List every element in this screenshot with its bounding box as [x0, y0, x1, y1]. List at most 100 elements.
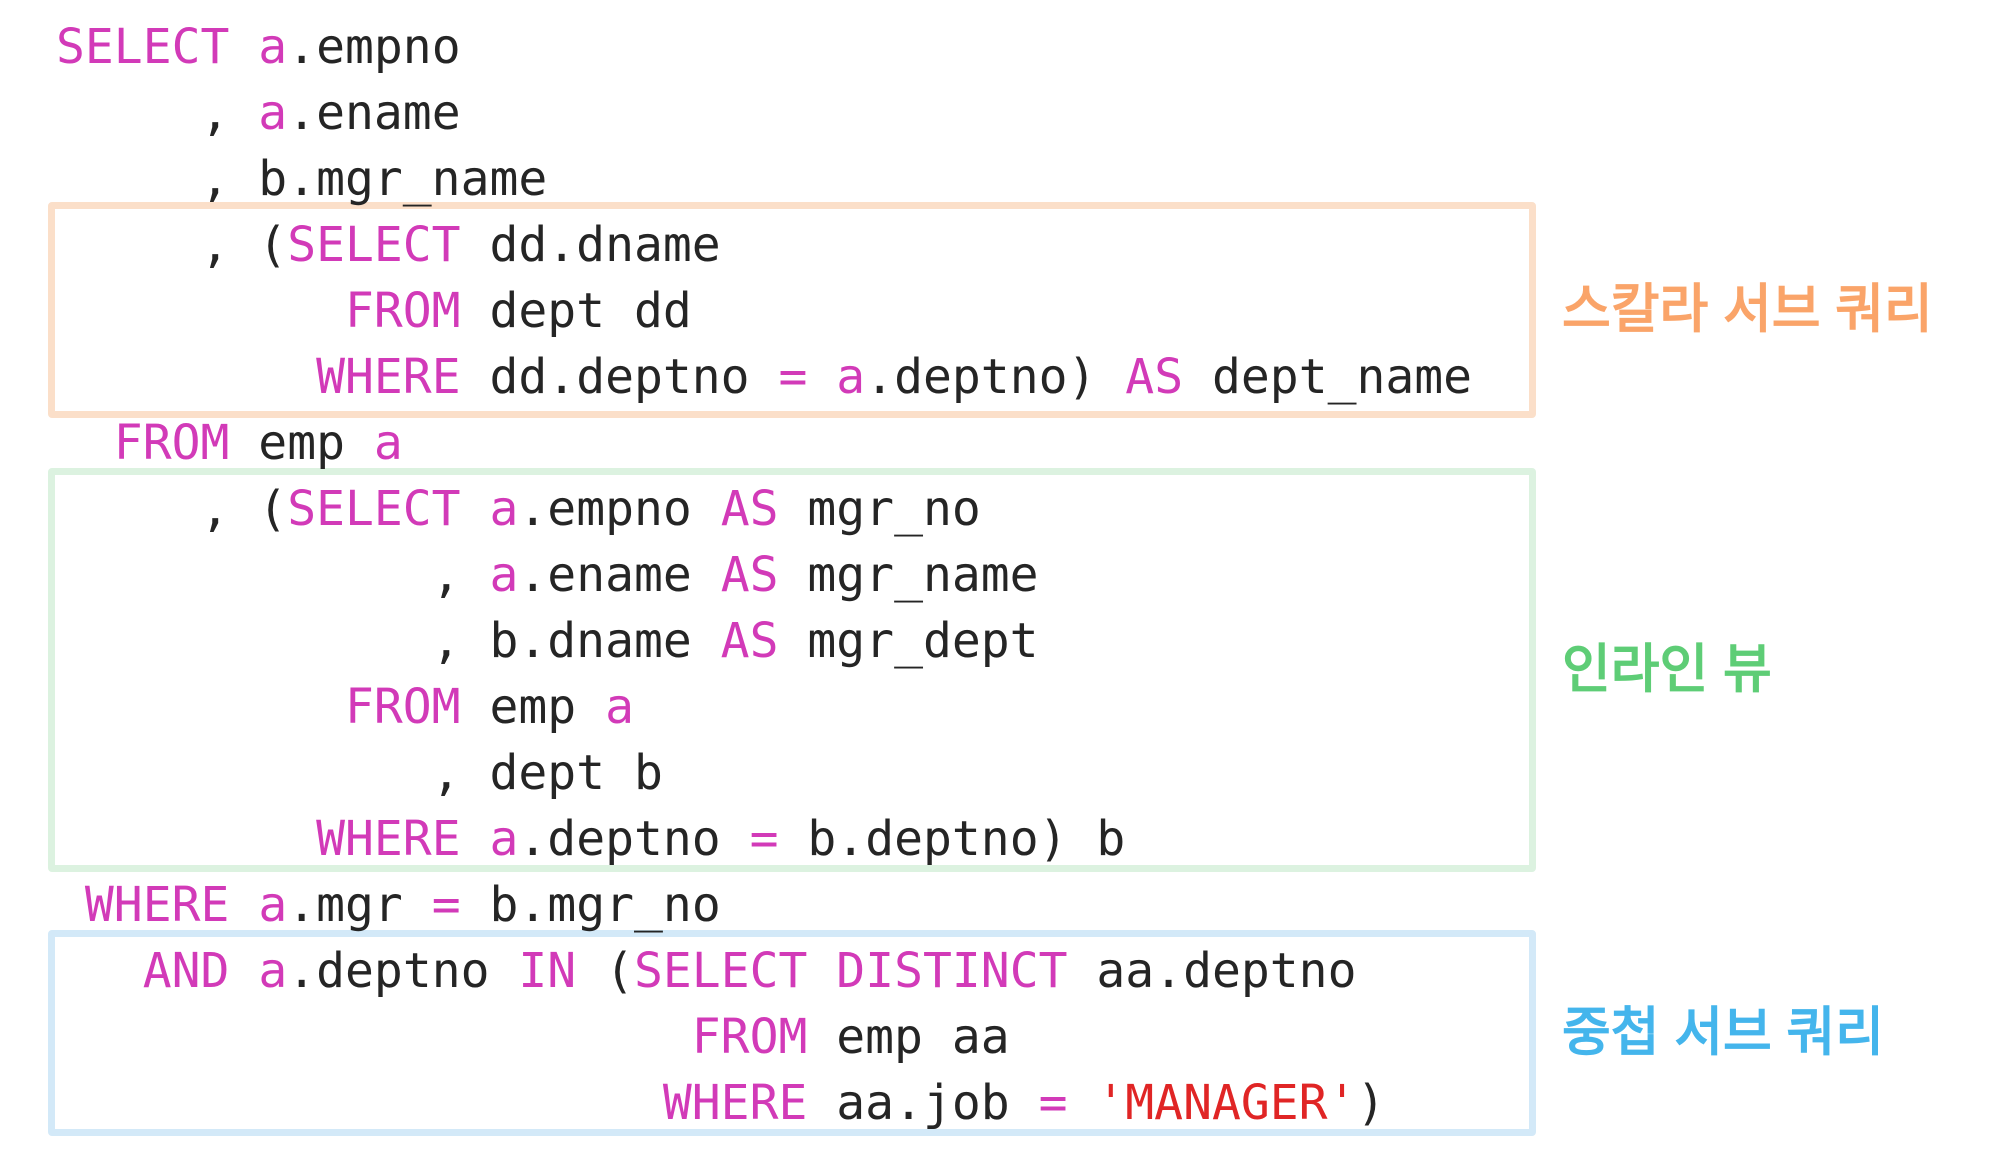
sql-string: 'MANAGER': [1096, 1075, 1357, 1131]
sql-text: (: [576, 943, 634, 999]
sql-text: [56, 679, 345, 735]
sql-keyword: WHERE: [84, 877, 230, 933]
sql-text: aa.deptno: [1067, 943, 1357, 999]
code-line: , b.dname AS mgr_dept: [56, 608, 1472, 674]
sql-text: .ename: [518, 547, 721, 603]
sql-keyword: =: [749, 811, 779, 867]
sql-text: .deptno: [287, 943, 519, 999]
sql-keyword: a: [489, 811, 519, 867]
sql-text: b.mgr_no: [460, 877, 721, 933]
sql-keyword: a: [258, 943, 288, 999]
sql-text: ): [1356, 1075, 1386, 1131]
sql-keyword: a: [605, 679, 634, 735]
sql-keyword: FROM: [691, 1009, 808, 1065]
sql-keyword: a: [258, 877, 288, 933]
sql-text: dd.deptno: [460, 349, 779, 405]
sql-text: .empno: [518, 481, 721, 537]
sql-text: [461, 481, 490, 537]
inline-view-label: 인라인 뷰: [1562, 640, 1772, 699]
code-line: WHERE a.mgr = b.mgr_no: [56, 872, 1472, 938]
sql-text: [56, 877, 85, 933]
sql-keyword: a: [489, 547, 519, 603]
sql-keyword: DISTINCT: [836, 943, 1068, 999]
sql-keyword: WHERE: [316, 349, 461, 405]
nested-subquery-box: [48, 930, 1536, 1136]
sql-text: emp: [460, 679, 606, 735]
sql-text: , (: [56, 481, 288, 537]
sql-text: emp: [229, 415, 374, 471]
sql-text: aa.job: [807, 1075, 1039, 1131]
code-line: FROM emp aa: [56, 1004, 1472, 1070]
sql-keyword: a: [836, 349, 866, 405]
sql-keyword: a: [258, 19, 288, 75]
sql-keyword: IN: [518, 943, 577, 999]
sql-keyword: AS: [720, 613, 779, 669]
code-line: , b.mgr_name: [56, 146, 1472, 212]
sql-keyword: AS: [720, 547, 779, 603]
sql-text: [56, 943, 143, 999]
sql-keyword: SELECT: [634, 943, 808, 999]
sql-text: , b.dname: [56, 613, 721, 669]
code-line: , a.ename AS mgr_name: [56, 542, 1472, 608]
sql-text: [56, 811, 316, 867]
code-line: , dept b: [56, 740, 1472, 806]
sql-keyword: AS: [720, 481, 779, 537]
sql-text: .ename: [287, 85, 461, 141]
code-line: WHERE aa.job = 'MANAGER'): [56, 1070, 1472, 1136]
sql-keyword: =: [778, 349, 808, 405]
sql-text: mgr_no: [778, 481, 981, 537]
code-line: , a.ename: [56, 80, 1472, 146]
sql-text: [807, 943, 836, 999]
sql-text: [807, 349, 836, 405]
sql-keyword: WHERE: [316, 811, 461, 867]
code-line: AND a.deptno IN (SELECT DISTINCT aa.dept…: [56, 938, 1472, 1004]
sql-text: [229, 943, 258, 999]
sql-keyword: AS: [1125, 349, 1184, 405]
inline-view-box: [48, 468, 1536, 872]
scalar-subquery-label: 스칼라 서브 쿼리: [1562, 280, 1933, 339]
sql-text: .mgr: [287, 877, 432, 933]
sql-text: [1067, 1075, 1096, 1131]
sql-keyword: =: [1038, 1075, 1068, 1131]
sql-text: .deptno: [518, 811, 750, 867]
sql-keyword: FROM: [344, 283, 461, 339]
sql-text: , dept b: [56, 745, 663, 801]
sql-text: mgr_name: [778, 547, 1039, 603]
sql-keyword: =: [431, 877, 461, 933]
code-line: WHERE dd.deptno = a.deptno) AS dept_name: [56, 344, 1472, 410]
code-line: WHERE a.deptno = b.deptno) b: [56, 806, 1472, 872]
sql-text: dept_name: [1183, 349, 1473, 405]
sql-text: [56, 1075, 663, 1131]
sql-keyword: AND: [142, 943, 230, 999]
sql-text: [229, 877, 258, 933]
code-line: , (SELECT a.empno AS mgr_no: [56, 476, 1472, 542]
code-line: , (SELECT dd.dname: [56, 212, 1472, 278]
sql-text: [56, 349, 316, 405]
nested-subquery-label: 중첩 서브 쿼리: [1562, 1003, 1885, 1062]
sql-keyword: a: [373, 415, 403, 471]
sql-text: [461, 811, 490, 867]
code-line: FROM emp a: [56, 410, 1472, 476]
sql-text: [229, 19, 258, 75]
sql-keyword: WHERE: [662, 1075, 808, 1131]
code-line: FROM emp a: [56, 674, 1472, 740]
sql-text: dd.dname: [460, 217, 721, 273]
sql-keyword: FROM: [113, 415, 230, 471]
sql-text: [56, 415, 114, 471]
sql-text: mgr_dept: [778, 613, 1039, 669]
sql-code: SELECT a.empno , a.ename , b.mgr_name , …: [56, 14, 1472, 1136]
sql-text: dept dd: [460, 283, 692, 339]
sql-keyword: a: [489, 481, 519, 537]
scalar-subquery-box: [48, 202, 1536, 418]
code-line: FROM dept dd: [56, 278, 1472, 344]
sql-keyword: SELECT: [287, 481, 461, 537]
sql-keyword: SELECT: [56, 19, 230, 75]
sql-text: emp aa: [807, 1009, 1010, 1065]
sql-text: ,: [56, 85, 259, 141]
sql-text: , (: [56, 217, 288, 273]
sql-text: .empno: [287, 19, 461, 75]
code-line: SELECT a.empno: [56, 14, 1472, 80]
sql-text: b.deptno) b: [778, 811, 1126, 867]
sql-keyword: FROM: [344, 679, 461, 735]
sql-text: [56, 1009, 692, 1065]
